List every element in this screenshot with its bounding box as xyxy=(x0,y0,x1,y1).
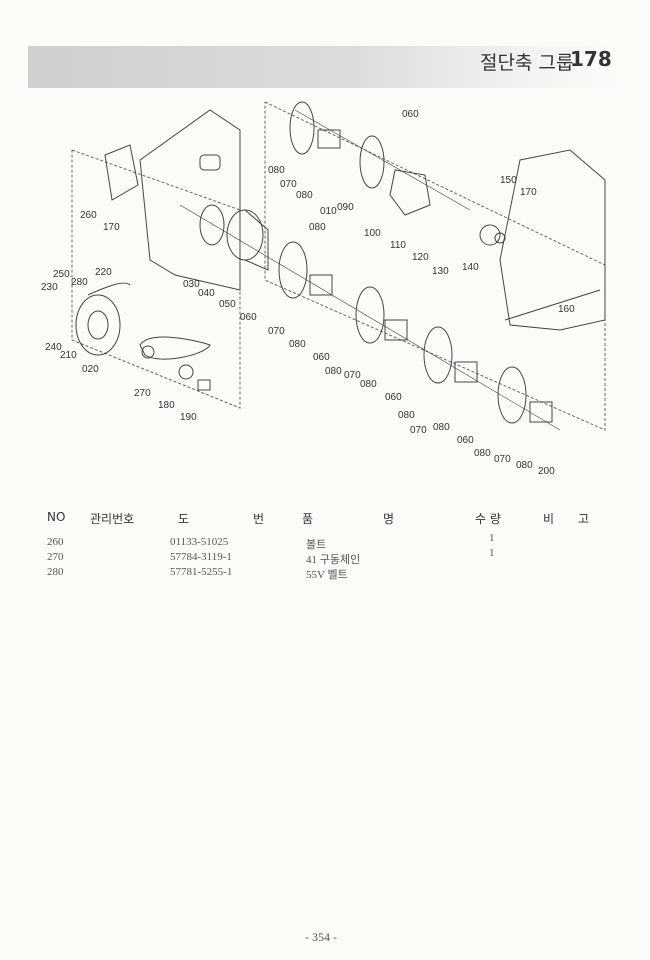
label: 170 xyxy=(520,187,537,198)
label: 080 xyxy=(296,190,313,201)
label: 070 xyxy=(410,425,427,436)
label: 240 xyxy=(45,342,62,353)
row-name: 볼트 xyxy=(306,539,327,551)
label: 060 xyxy=(240,312,257,323)
label: 060 xyxy=(385,392,402,403)
label: 170 xyxy=(103,222,120,233)
row-part-no: 57784-3119-1 xyxy=(170,551,232,563)
label: 080 xyxy=(474,448,491,459)
label: 080 xyxy=(325,366,342,377)
label: 080 xyxy=(289,339,306,350)
label: 270 xyxy=(134,388,151,399)
label: 260 xyxy=(80,210,97,221)
label: 230 xyxy=(41,282,58,293)
label: 070 xyxy=(494,454,511,465)
label: 050 xyxy=(219,299,236,310)
label: 120 xyxy=(412,252,429,263)
col-header-go: 고 xyxy=(578,512,590,526)
group-page-number: 178 xyxy=(570,47,612,71)
label: 160 xyxy=(558,304,575,315)
row-name: 41 구동체인 xyxy=(306,554,361,566)
label: 280 xyxy=(71,277,88,288)
label: 070 xyxy=(268,326,285,337)
row-qty: 1 xyxy=(489,532,495,544)
label: 040 xyxy=(198,288,215,299)
label: 080 xyxy=(268,165,285,176)
label: 090 xyxy=(337,202,354,213)
row-part-no: 01133-51025 xyxy=(170,536,229,548)
group-title: 절단축 그룹 xyxy=(480,52,574,74)
col-header-no: NO xyxy=(47,510,66,524)
row-no: 270 xyxy=(47,551,64,563)
col-header-bun: 번 xyxy=(253,512,265,526)
col-header-pum: 품 xyxy=(302,512,314,526)
row-part-no: 57781-5255-1 xyxy=(170,566,233,578)
label: 190 xyxy=(180,412,197,423)
label: 150 xyxy=(500,175,517,186)
col-header-do: 도 xyxy=(178,512,190,526)
label: 080 xyxy=(309,222,326,233)
label: 210 xyxy=(60,350,77,361)
label: 080 xyxy=(516,460,533,471)
label: 070 xyxy=(344,370,361,381)
label: 110 xyxy=(390,240,406,251)
row-no: 280 xyxy=(47,566,64,578)
label: 130 xyxy=(432,266,449,277)
row-no: 260 xyxy=(47,536,64,548)
label: 020 xyxy=(82,364,99,375)
label: 180 xyxy=(158,400,175,411)
col-header-qty: 수 량 xyxy=(475,512,501,526)
col-header-bi: 비 xyxy=(543,512,555,526)
label: 250 xyxy=(53,269,70,280)
label: 060 xyxy=(313,352,330,363)
label: 100 xyxy=(364,228,381,239)
exploded-parts-diagram: 060 080 070 080 010 090 100 110 120 130 … xyxy=(41,101,606,477)
label: 080 xyxy=(360,379,377,390)
diagram-labels: 060 080 070 080 010 090 100 110 120 130 … xyxy=(41,109,575,477)
col-header-mgmt: 관리번호 xyxy=(90,512,135,526)
row-name: 55V 벨트 xyxy=(306,569,348,581)
row-qty: 1 xyxy=(489,547,495,559)
label: 070 xyxy=(280,179,297,190)
label: 060 xyxy=(402,109,419,120)
label: 080 xyxy=(398,410,415,421)
header-band xyxy=(28,46,620,88)
page-footer: - 354 - xyxy=(305,930,337,944)
label: 220 xyxy=(95,267,112,278)
label: 080 xyxy=(433,422,450,433)
col-header-myeong: 명 xyxy=(383,512,395,526)
label: 060 xyxy=(457,435,474,446)
label: 200 xyxy=(538,466,555,477)
label: 140 xyxy=(462,262,479,273)
label: 030 xyxy=(183,279,200,290)
label: 010 xyxy=(320,206,337,217)
